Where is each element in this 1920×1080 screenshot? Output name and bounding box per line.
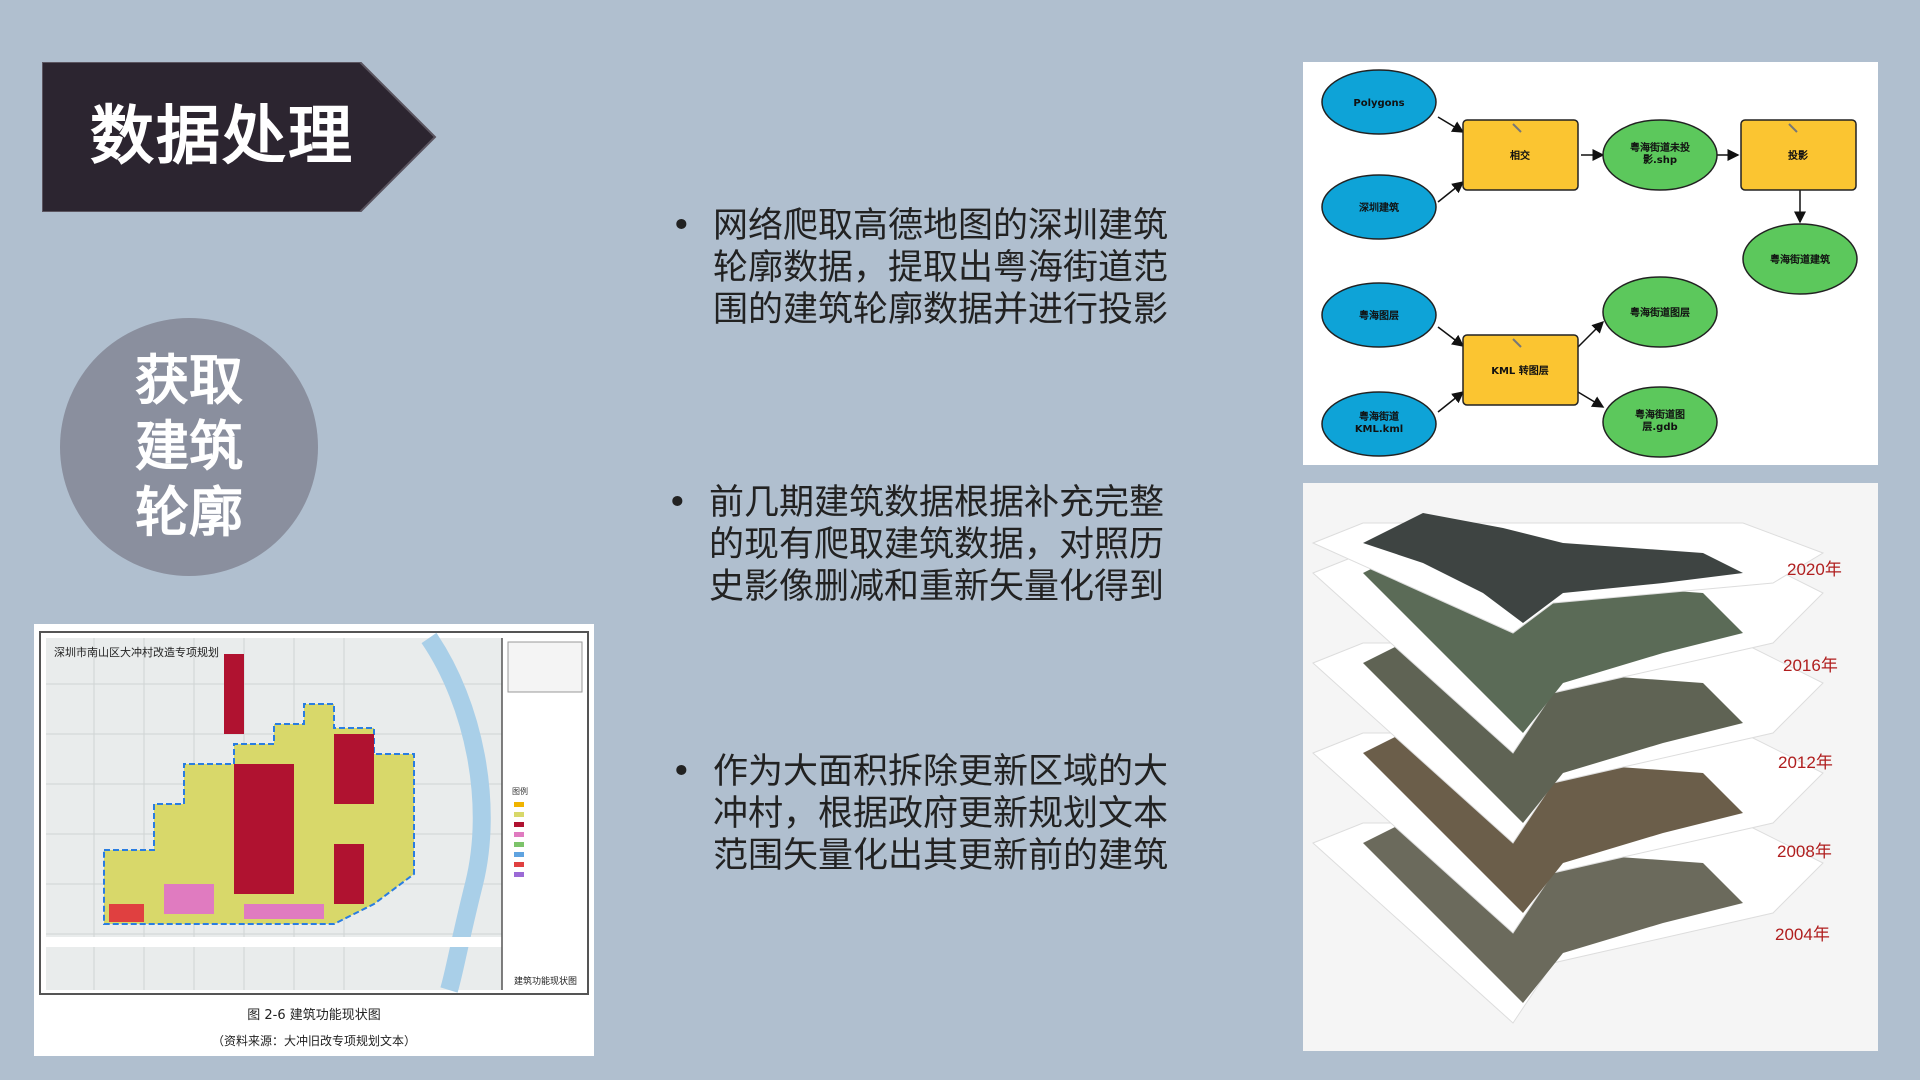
circle-label-line-2: 建筑 — [135, 415, 243, 478]
label-yh-buildings: 粤海街道建筑 — [1770, 253, 1830, 266]
year-label-2008: 2008年 — [1777, 842, 1832, 861]
title-banner: 数据处理 — [42, 62, 437, 212]
node-yh-kml — [1321, 391, 1437, 457]
label-kml-to-layer: KML 转图层 — [1491, 364, 1549, 377]
circle-label-line-1: 获取 — [135, 349, 243, 412]
label-sz-buildings: 深圳建筑 — [1359, 201, 1399, 214]
figure-caption: 图 2-6 建筑功能现状图 — [247, 1008, 381, 1023]
label-yh-layer: 粤海图层 — [1359, 309, 1399, 322]
imagery-layers-stack — [1311, 513, 1825, 1024]
bullet-item-3: • 作为大面积拆除更新区域的大 冲村，根据政府更新规划文本 范围矢量化出其更新前… — [671, 751, 1169, 877]
bullet-line: 范围矢量化出其更新前的建筑 — [713, 836, 1169, 876]
node-yh-street-layer — [1602, 276, 1718, 348]
year-label-2020: 2020年 — [1787, 560, 1842, 579]
year-label-2012: 2012年 — [1778, 753, 1833, 772]
layer-2020 — [1311, 513, 1825, 634]
node-project — [1740, 119, 1857, 191]
label-yh-kml-2: KML.kml — [1355, 424, 1403, 435]
bullet-line: 围的建筑轮廓数据并进行投影 — [713, 290, 1169, 330]
bullet-line: 轮廓数据，提取出粤海街道范 — [713, 248, 1169, 288]
model-builder-flowchart: Polygons 深圳建筑 相交 粤海街道未投 影.shp 投影 粤海街道建筑 … — [1303, 62, 1878, 465]
label-yh-unproj-2: 影.shp — [1643, 154, 1677, 166]
label-project: 投影 — [1788, 149, 1808, 162]
bullet-dot: • — [671, 206, 692, 246]
label-yh-unproj-1: 粤海街道未投 — [1630, 141, 1690, 154]
label-intersect: 相交 — [1510, 149, 1530, 162]
map-title: 深圳市南山区大冲村改造专项规划 — [54, 645, 219, 659]
banner-arrow-shape — [42, 62, 437, 212]
label-yh-gdb-1: 粤海街道图 — [1635, 408, 1685, 421]
node-kml-to-layer — [1462, 334, 1579, 406]
node-yh-gdb — [1602, 386, 1718, 458]
section-circle: 获取 建筑 轮廓 — [60, 318, 318, 576]
imagery-layers-figure: 2020年 2016年 2012年 2008年 2004年 — [1303, 483, 1878, 1051]
label-yh-gdb-2: 层.gdb — [1642, 421, 1677, 433]
year-label-2004: 2004年 — [1775, 925, 1830, 944]
bullet-item-1: • 网络爬取高德地图的深圳建筑 轮廓数据，提取出粤海街道范 围的建筑轮廓数据并进… — [671, 205, 1169, 331]
node-sz-buildings — [1321, 174, 1437, 240]
page-title: 数据处理 — [90, 100, 354, 174]
source-caption: （资料来源：大冲旧改专项规划文本） — [211, 1034, 416, 1048]
label-yh-street-layer: 粤海街道图层 — [1630, 306, 1690, 319]
bullet-line: 网络爬取高德地图的深圳建筑 — [713, 206, 1169, 246]
bullet-line: 史影像删减和重新矢量化得到 — [709, 567, 1165, 607]
bullet-line: 的现有爬取建筑数据，对照历 — [709, 525, 1165, 565]
bullet-line: 冲村，根据政府更新规划文本 — [713, 794, 1169, 834]
bullet-dot: • — [667, 483, 688, 523]
node-polygons — [1321, 69, 1437, 135]
node-yh-unproj — [1602, 119, 1718, 191]
flowchart-diagram: Polygons 深圳建筑 相交 粤海街道未投 影.shp 投影 粤海街道建筑 … — [1321, 69, 1858, 458]
bullet-item-2: • 前几期建筑数据根据补充完整 的现有爬取建筑数据，对照历 史影像删减和重新矢量… — [667, 482, 1165, 608]
planning-map-figure: 图例 深圳市南山区大冲村改造专项规划 建筑功能现状图 图 2-6 建筑功能现状图… — [34, 624, 594, 1056]
node-yh-layer — [1321, 282, 1437, 348]
bullet-dot: • — [671, 752, 692, 792]
planning-map-image: 图例 深圳市南山区大冲村改造专项规划 建筑功能现状图 — [39, 631, 589, 995]
map-sheet-name: 建筑功能现状图 — [514, 975, 577, 987]
bullet-line: 前几期建筑数据根据补充完整 — [709, 483, 1165, 523]
label-polygons: Polygons — [1353, 98, 1404, 109]
label-yh-kml-1: 粤海街道 — [1359, 410, 1399, 423]
node-intersect — [1462, 119, 1579, 191]
node-yh-buildings — [1742, 223, 1858, 295]
bullet-line: 作为大面积拆除更新区域的大 — [713, 752, 1169, 792]
circle-label-line-3: 轮廓 — [135, 481, 243, 544]
year-label-2016: 2016年 — [1783, 656, 1838, 675]
map-legend-title: 图例 — [512, 786, 528, 796]
hammer-icon — [1512, 123, 1798, 348]
